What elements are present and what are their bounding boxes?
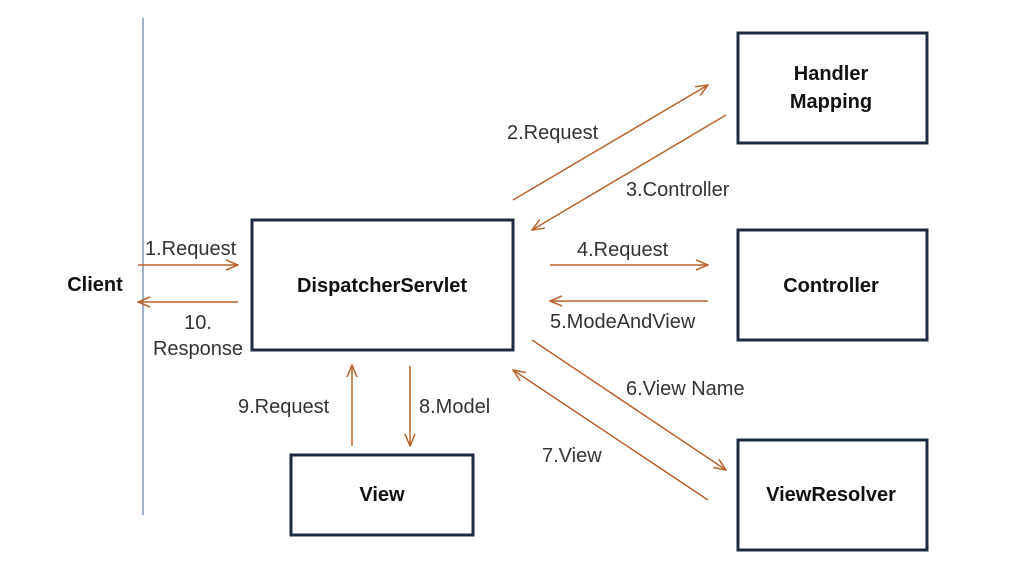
- edge-label-8: 8.Model: [419, 396, 490, 418]
- controller-node[interactable]: Controller: [736, 228, 929, 342]
- edge-label-6: 6.View Name: [626, 378, 745, 400]
- edge-label-10-line2: Response: [153, 338, 243, 360]
- view-resolver-node[interactable]: ViewResolver: [736, 438, 929, 552]
- controller-label: Controller: [783, 275, 879, 297]
- edge-label-4: 4.Request: [577, 239, 669, 261]
- arrow-3-controller: [532, 114, 727, 230]
- view-resolver-label: ViewResolver: [766, 484, 896, 506]
- handler-mapping-node[interactable]: Handler Mapping: [736, 31, 929, 145]
- handler-mapping-label-line2: Mapping: [790, 91, 872, 113]
- handler-mapping-label-line1: Handler: [794, 63, 869, 85]
- arrow-6-view-name: [531, 339, 726, 470]
- edge-label-5: 5.ModeAndView: [550, 311, 696, 333]
- edge-label-1: 1.Request: [145, 238, 237, 260]
- dispatcher-servlet-node[interactable]: DispatcherServlet: [250, 218, 515, 352]
- edge-label-7: 7.View: [542, 445, 602, 467]
- edge-label-3: 3.Controller: [626, 179, 730, 201]
- edge-label-9: 9.Request: [238, 396, 330, 418]
- edge-label-2: 2.Request: [507, 122, 599, 144]
- view-label: View: [359, 484, 405, 506]
- dispatcher-servlet-label: DispatcherServlet: [297, 275, 467, 297]
- arrow-2-request: [512, 85, 708, 201]
- edge-label-10-line1: 10.: [184, 312, 212, 334]
- view-node[interactable]: View: [289, 453, 475, 537]
- client-label: Client: [67, 274, 123, 296]
- arrow-7-view: [513, 370, 709, 501]
